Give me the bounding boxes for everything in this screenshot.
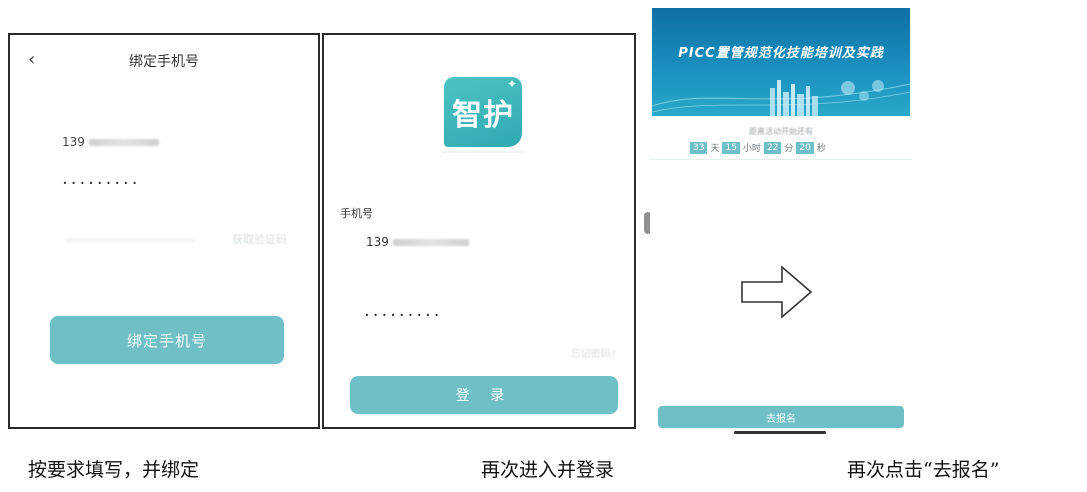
scroll-indicator <box>644 212 652 234</box>
phone-label: 手机号 <box>340 207 373 220</box>
countdown-label: 距离活动开始还有 <box>749 127 813 136</box>
forgot-password-link[interactable]: 忘记密码? <box>570 349 616 360</box>
countdown-minutes-unit: 分 <box>784 144 794 154</box>
event-banner: PICC置管规范化技能培训及实践 <box>652 8 910 116</box>
home-indicator[interactable] <box>734 431 826 434</box>
event-screen: PICC置管规范化技能培训及实践 距离活动开始还有 33 天 15 小时 22 … <box>650 8 912 436</box>
chevron-left-icon[interactable]: ‹ <box>28 49 36 70</box>
countdown-timer: 33 天 15 小时 22 分 20 秒 <box>690 141 826 154</box>
phone-input[interactable]: 139 <box>366 235 469 249</box>
right-arrow-icon <box>741 265 813 319</box>
divider <box>442 151 524 153</box>
sparkle-icon: ✦ <box>506 77 518 91</box>
countdown-days: 33 <box>690 141 708 154</box>
app-logo: 智护 ✦ <box>444 77 522 147</box>
phone-input[interactable]: 139 <box>62 135 159 149</box>
countdown-hours: 15 <box>722 141 740 154</box>
countdown-days-unit: 天 <box>710 144 720 154</box>
step3-caption: 再次点击“去报名” <box>847 459 1000 481</box>
divider <box>650 159 912 160</box>
login-screen: 智护 ✦ 手机号 139 ········· 忘记密码? 登 录 <box>322 33 636 429</box>
countdown-minutes: 22 <box>763 141 782 154</box>
page-title: 绑定手机号 <box>129 54 199 70</box>
countdown-seconds-unit: 秒 <box>816 144 826 154</box>
password-input[interactable]: ········· <box>364 305 443 326</box>
verification-code-input[interactable] <box>65 239 195 242</box>
signup-button[interactable]: 去报名 <box>658 406 904 428</box>
verification-code-row: 获取验证码 <box>65 233 287 247</box>
redacted-phone-digits <box>88 139 159 146</box>
city-skyline-graphic <box>652 80 910 116</box>
phone-prefix: 139 <box>62 135 85 149</box>
phone-prefix: 139 <box>366 235 389 249</box>
banner-title: PICC置管规范化技能培训及实践 <box>678 46 884 61</box>
step2-caption: 再次进入并登录 <box>481 459 615 481</box>
login-button[interactable]: 登 录 <box>350 376 618 414</box>
app-logo-text: 智护 <box>452 98 514 133</box>
step1-caption: 按要求填写，并绑定 <box>28 459 200 481</box>
password-input[interactable]: ········· <box>62 173 141 194</box>
get-code-button[interactable]: 获取验证码 <box>232 233 287 246</box>
countdown-hours-unit: 小时 <box>742 144 761 154</box>
bind-phone-screen: ‹ 绑定手机号 139 ········· 获取验证码 绑定手机号 <box>8 33 320 429</box>
bind-phone-button[interactable]: 绑定手机号 <box>50 316 284 364</box>
redacted-phone-digits <box>392 239 469 246</box>
countdown-seconds: 20 <box>796 141 814 154</box>
